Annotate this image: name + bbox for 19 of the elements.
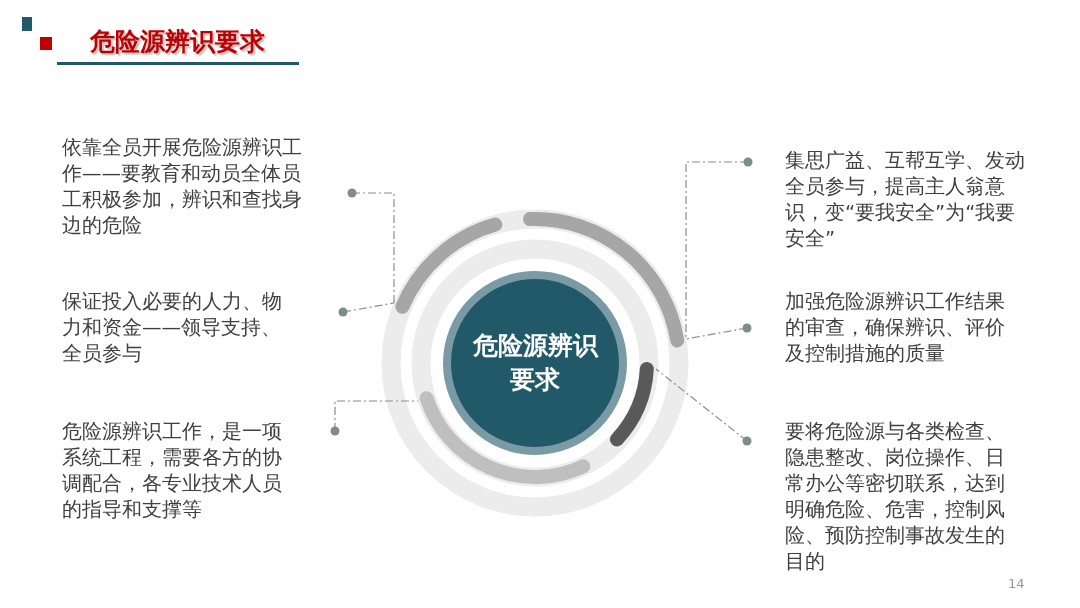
arc-segment <box>419 391 591 484</box>
leader-line <box>685 157 753 340</box>
description-text: 危险源辨识工作，是一项系统工程，需要各方的协调配合，各专业技术人员的指导和支撑等 <box>62 419 290 523</box>
center-label: 危险源辨识要求 <box>471 330 600 396</box>
leader-line <box>685 323 752 340</box>
center-circle <box>443 271 627 455</box>
description-text: 加强危险源辨识工作结果的审查，确保辨识、评价及控制措施的质量 <box>785 289 1010 367</box>
arc-segment <box>395 217 503 314</box>
description-text: 集思广益、互帮互学、发动全员参与，提高主人翁意识，变“要我安全”为“我要安全” <box>785 148 1030 252</box>
page-number: 14 <box>1008 576 1025 591</box>
leader-line <box>655 368 752 446</box>
leader-line <box>338 302 395 317</box>
arc-segment <box>609 361 654 447</box>
description-text: 依靠全员开展危险源辨识工作——要教育和动员全体员工积极参加，辨识和查找身边的危险 <box>62 135 310 239</box>
leader-line <box>330 400 419 436</box>
description-text: 要将危险源与各类检查、隐患整改、岗位操作、日常办公等密切联系，达到明确危险、危害，控制风险、预防控制事故发生的目的 <box>785 419 1010 575</box>
title: 危险源辨识要求 <box>90 26 265 58</box>
leader-line <box>347 188 395 304</box>
description-text: 保证投入必要的人力、物力和资金——领导支持、全员参与 <box>62 289 290 367</box>
